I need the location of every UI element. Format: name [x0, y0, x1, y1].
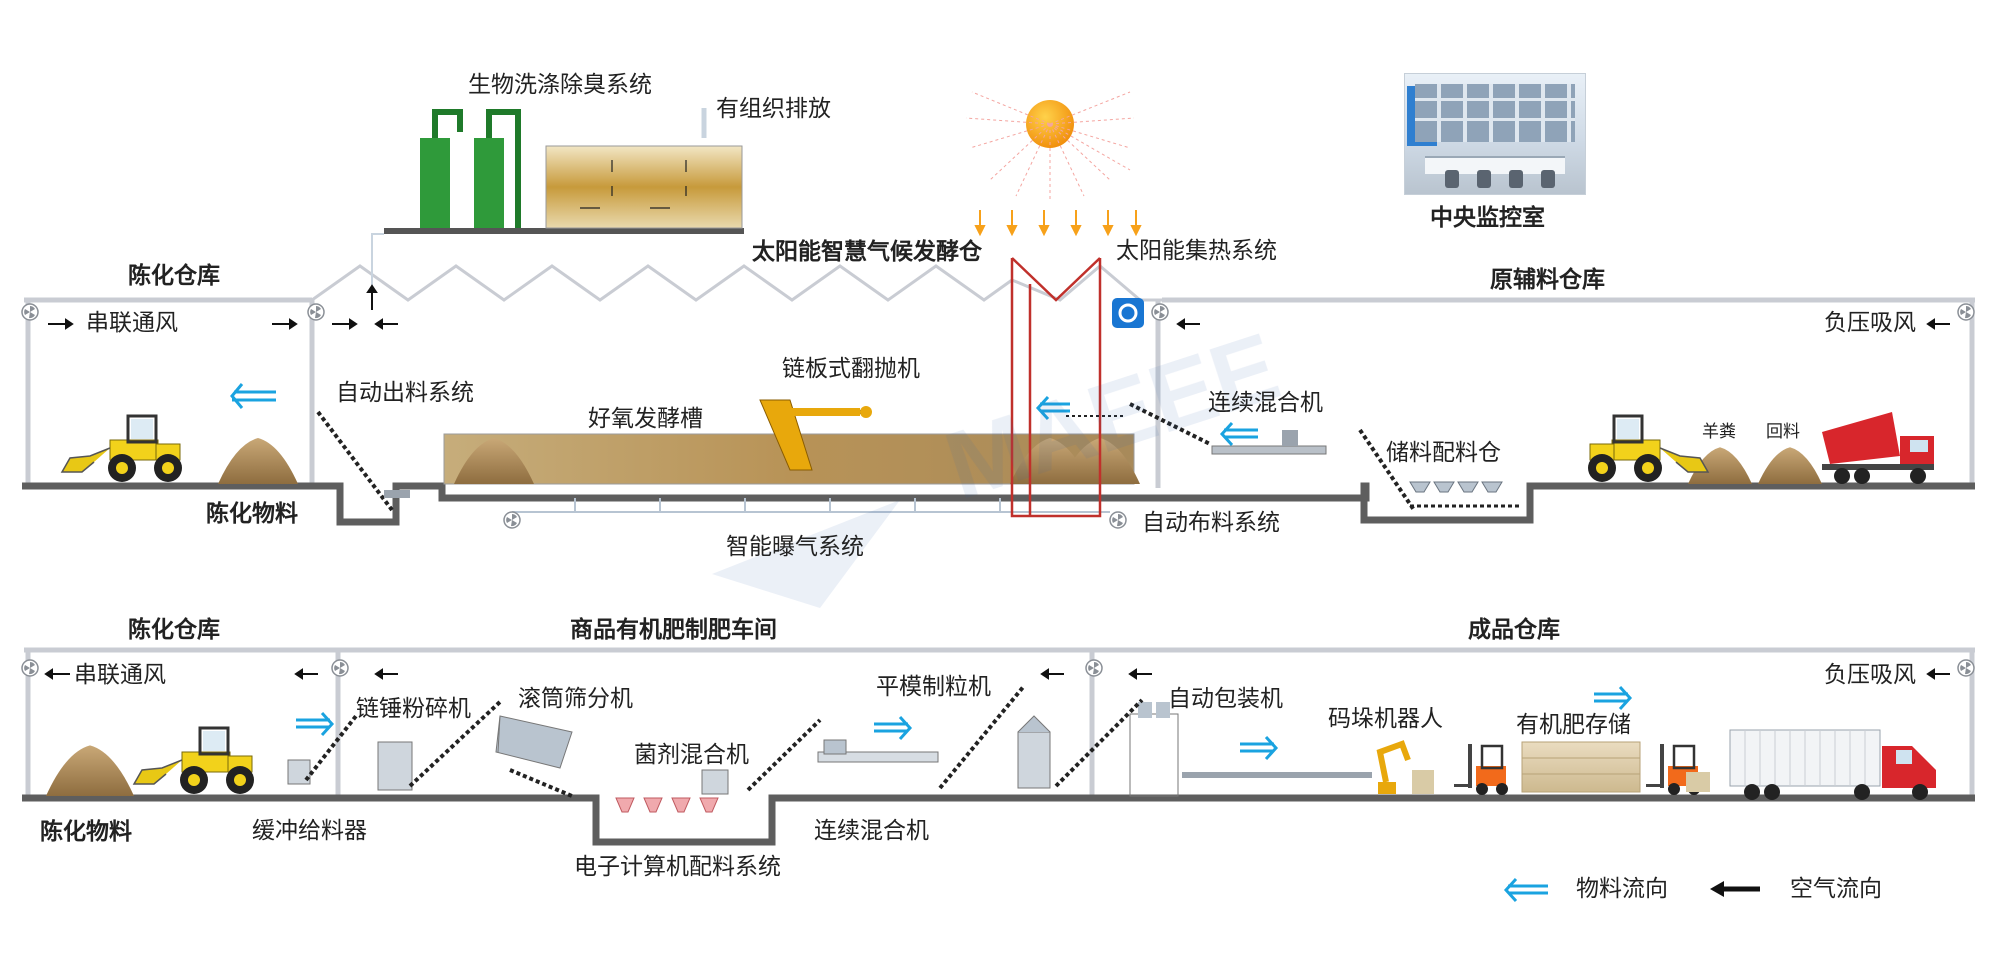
- label-auto-discharge: 自动出料系统: [336, 380, 474, 406]
- storage-bins: [1409, 481, 1503, 493]
- legend-air-arrow: [1710, 881, 1760, 897]
- loader-icon: [1586, 414, 1710, 484]
- conveyors-upper: [316, 402, 1416, 512]
- fertilizer-stack-lines: [1522, 757, 1640, 775]
- fan-icon: [307, 303, 325, 321]
- label-neg-suction-bottom: 负压吸风: [1824, 662, 1916, 688]
- label-solar-ferment: 太阳能智慧气候发酵仓: [752, 238, 982, 265]
- deodorize-bed: [545, 145, 743, 229]
- label-aging-store-top: 陈化仓库: [128, 262, 220, 289]
- air-arrows-upper: [48, 284, 1950, 330]
- label-raw-store: 原辅料仓库: [1490, 266, 1605, 293]
- label-cont-mixer-bottom: 连续混合机: [814, 818, 929, 844]
- label-flat-die: 平模制粒机: [876, 674, 991, 700]
- discharge-machine: [384, 490, 410, 498]
- controller-icon: [1112, 298, 1144, 328]
- label-aging-material-bottom: 陈化物料: [40, 818, 132, 845]
- material-arrows-upper: [230, 383, 1258, 447]
- emission-pipe: [371, 233, 384, 300]
- container-truck-icon: [1729, 729, 1936, 800]
- label-drum-screen: 滚筒筛分机: [518, 686, 633, 712]
- zigzag-roof: [311, 264, 1162, 302]
- label-control-room: 中央监控室: [1430, 204, 1545, 231]
- label-aeration: 智能曝气系统: [726, 534, 864, 560]
- legend: [1503, 877, 1760, 903]
- cont-mixer-top-machine: [1211, 430, 1327, 455]
- solar-heat-frame: [1010, 257, 1102, 518]
- legend-air-label: 空气流向: [1790, 876, 1882, 902]
- label-storage-bin: 储料配料仓: [1386, 440, 1501, 466]
- label-series-vent-top: 串联通风: [86, 310, 178, 336]
- legend-material-arrow: [1503, 877, 1548, 903]
- label-bacteria-mixer: 菌剂混合机: [634, 742, 749, 768]
- robot-arm-icon: [1376, 740, 1434, 794]
- label-cont-mixer-top: 连续混合机: [1208, 390, 1323, 416]
- truck-icon: [1822, 412, 1934, 484]
- fan-icon: [1151, 303, 1169, 321]
- control-room-image: [1404, 73, 1586, 195]
- label-bio-deodorize: 生物洗涤除臭系统: [468, 72, 652, 98]
- fan-icon: [1085, 659, 1103, 677]
- forklift-icon: [1452, 742, 1510, 797]
- label-workshop: 商品有机肥制肥车间: [570, 616, 777, 643]
- fan-icon: [21, 303, 39, 321]
- conveyors-lower: [304, 684, 1144, 798]
- fan-icon: [21, 659, 39, 677]
- lower-floor: [22, 794, 1975, 846]
- chain-turner: [759, 399, 872, 471]
- label-aerobic-tank: 好氧发酵槽: [588, 406, 703, 432]
- fan-icon: [331, 659, 349, 677]
- upper-building-frame: [24, 297, 1975, 488]
- compost-pile-return: [1758, 447, 1822, 484]
- svg-text:MAEEE: MAEEE: [933, 313, 1291, 520]
- fan-icon: [503, 511, 521, 529]
- compost-pile-aging-lower: [46, 745, 134, 796]
- label-chain-turner: 链板式翻抛机: [782, 356, 920, 382]
- label-palletizer: 码垛机器人: [1328, 706, 1443, 732]
- loader-icon: [132, 726, 256, 796]
- label-neg-suction-top: 负压吸风: [1824, 310, 1916, 336]
- scrubber-icon: [384, 109, 744, 234]
- material-arrows-lower: [296, 685, 1633, 761]
- label-organized-emission: 有组织排放: [716, 96, 831, 122]
- label-buffer-feeder: 缓冲给料器: [252, 818, 367, 844]
- deodorize-bed-arrows: [580, 160, 687, 209]
- fan-icon: [1957, 659, 1975, 677]
- compost-pile-aging: [218, 438, 298, 484]
- label-auto-distribute: 自动布料系统: [1142, 510, 1280, 536]
- fertilizer-stack: [1521, 741, 1641, 793]
- label-auto-pack: 自动包装机: [1168, 686, 1283, 712]
- label-finished-store: 成品仓库: [1468, 616, 1560, 643]
- air-arrows-lower: [44, 668, 1950, 680]
- fan-icon: [1109, 511, 1127, 529]
- label-aging-store-bottom: 陈化仓库: [128, 616, 220, 643]
- label-series-vent-bottom: 串联通风: [74, 662, 166, 688]
- fan-icon: [1957, 303, 1975, 321]
- label-sheep-manure: 羊粪: [1702, 422, 1736, 442]
- label-solar-heat: 太阳能集热系统: [1116, 238, 1277, 264]
- label-fert-storage: 有机肥存储: [1516, 712, 1631, 738]
- sun-icon: [965, 91, 1142, 237]
- label-aging-material-top: 陈化物料: [206, 500, 298, 527]
- machines-lower: [287, 702, 1372, 813]
- aeration-pipes: [512, 498, 1110, 513]
- legend-material-label: 物料流向: [1576, 876, 1668, 902]
- label-return-material: 回料: [1766, 422, 1800, 442]
- loader-icon: [60, 414, 184, 484]
- label-batching: 电子计算机配料系统: [574, 854, 781, 880]
- label-hammer-crusher: 链锤粉碎机: [356, 696, 471, 722]
- upper-floor: [22, 482, 1975, 526]
- small-pallet: [1686, 772, 1710, 792]
